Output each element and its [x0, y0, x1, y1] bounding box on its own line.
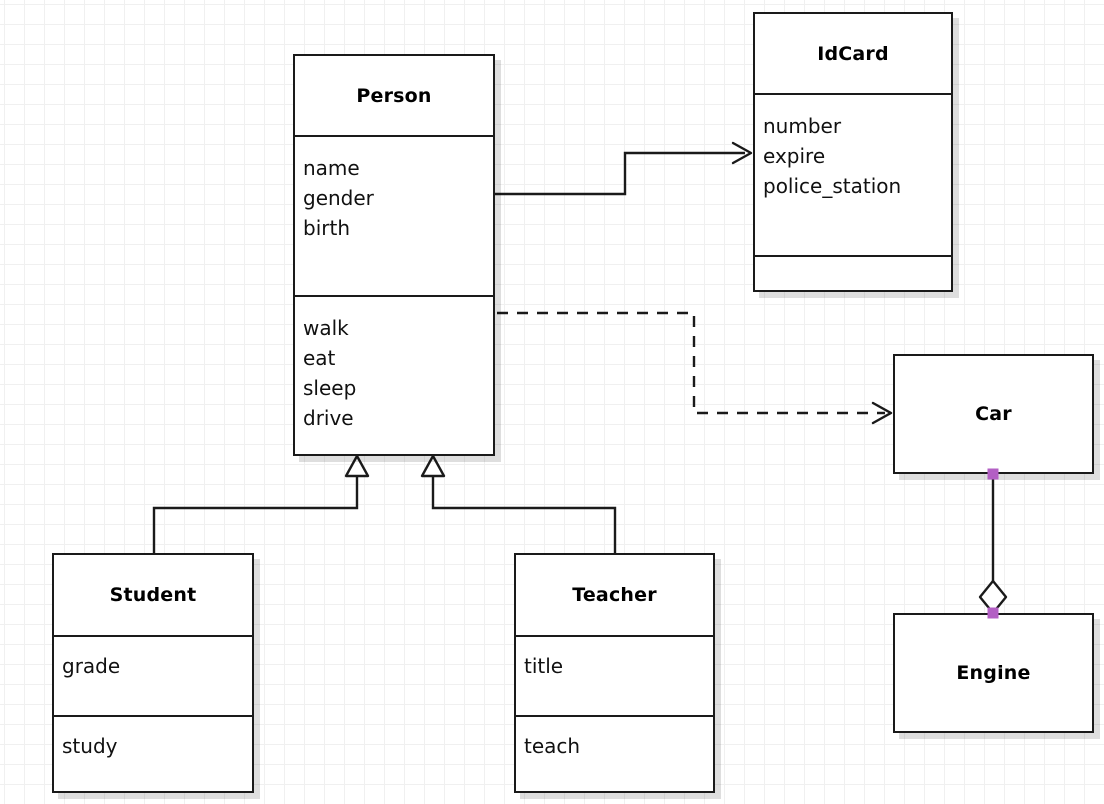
class-name-person: Person: [295, 56, 493, 135]
method-item: study: [62, 734, 118, 758]
attribute-item: police_station: [763, 174, 902, 198]
edge-person-association-idcard[interactable]: [495, 141, 753, 196]
attribute-item: number: [763, 114, 842, 138]
class-name-car: Car: [895, 356, 1092, 472]
class-name-label: Teacher: [572, 584, 657, 606]
uml-class-student[interactable]: Student grade study: [52, 553, 254, 793]
class-name-label: Engine: [956, 662, 1031, 684]
class-name-label: Person: [356, 84, 432, 107]
method-item: walk: [303, 316, 349, 340]
attribute-item: title: [524, 654, 564, 678]
class-name-label: Student: [109, 584, 197, 606]
edge-student-generalization-person[interactable]: [152, 454, 370, 553]
class-name-student: Student: [54, 555, 252, 635]
method-item: teach: [524, 734, 581, 758]
uml-class-car[interactable]: Car: [893, 354, 1094, 474]
method-item: sleep: [303, 376, 357, 400]
attribute-item: gender: [303, 186, 374, 210]
attributes-person: name gender birth: [295, 135, 493, 295]
selection-handle-engine-end[interactable]: [987, 607, 999, 619]
edge-teacher-generalization-person[interactable]: [420, 454, 617, 553]
attributes-teacher: title: [516, 635, 713, 715]
class-name-label: IdCard: [817, 42, 889, 65]
class-name-label: Car: [975, 403, 1012, 425]
attributes-idcard: number expire police_station: [755, 93, 951, 255]
class-name-engine: Engine: [895, 615, 1092, 731]
method-item: eat: [303, 346, 336, 370]
uml-class-idcard[interactable]: IdCard number expire police_station: [753, 12, 953, 292]
methods-idcard: [755, 255, 951, 290]
edge-car-aggregation-engine[interactable]: [978, 474, 1008, 615]
attribute-item: expire: [763, 144, 826, 168]
methods-student: study: [54, 715, 252, 791]
method-item: drive: [303, 406, 354, 430]
attribute-item: grade: [62, 654, 121, 678]
attributes-student: grade: [54, 635, 252, 715]
methods-person: walk eat sleep drive: [295, 295, 493, 454]
uml-class-teacher[interactable]: Teacher title teach: [514, 553, 715, 793]
attribute-item: name: [303, 156, 360, 180]
selection-handle-car-end[interactable]: [987, 468, 999, 480]
uml-class-engine[interactable]: Engine: [893, 613, 1094, 733]
class-name-teacher: Teacher: [516, 555, 713, 635]
uml-class-person[interactable]: Person name gender birth walk eat sleep …: [293, 54, 495, 456]
methods-teacher: teach: [516, 715, 713, 791]
edge-person-dependency-car[interactable]: [497, 311, 893, 425]
attribute-item: birth: [303, 216, 350, 240]
class-name-idcard: IdCard: [755, 14, 951, 93]
